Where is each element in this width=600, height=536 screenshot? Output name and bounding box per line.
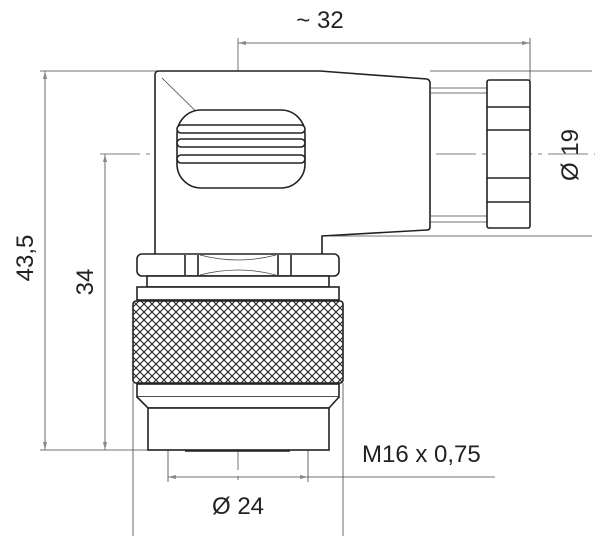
angled-housing [154,70,431,256]
dim-thread: M16 x 0,75 [362,441,481,468]
dim-total-height: 43,5 [12,235,39,282]
dimension-lines [40,38,592,536]
grip-ribs [176,124,306,164]
cable-nut [430,79,531,229]
knurled-grip [132,300,344,384]
dim-width: ~ 32 [296,7,343,34]
dim-axis-height: 34 [72,269,99,296]
dim-nut-diameter: Ø 19 [557,129,584,181]
dim-coupling-diameter: Ø 24 [212,493,264,520]
coupling-ring [132,253,344,452]
